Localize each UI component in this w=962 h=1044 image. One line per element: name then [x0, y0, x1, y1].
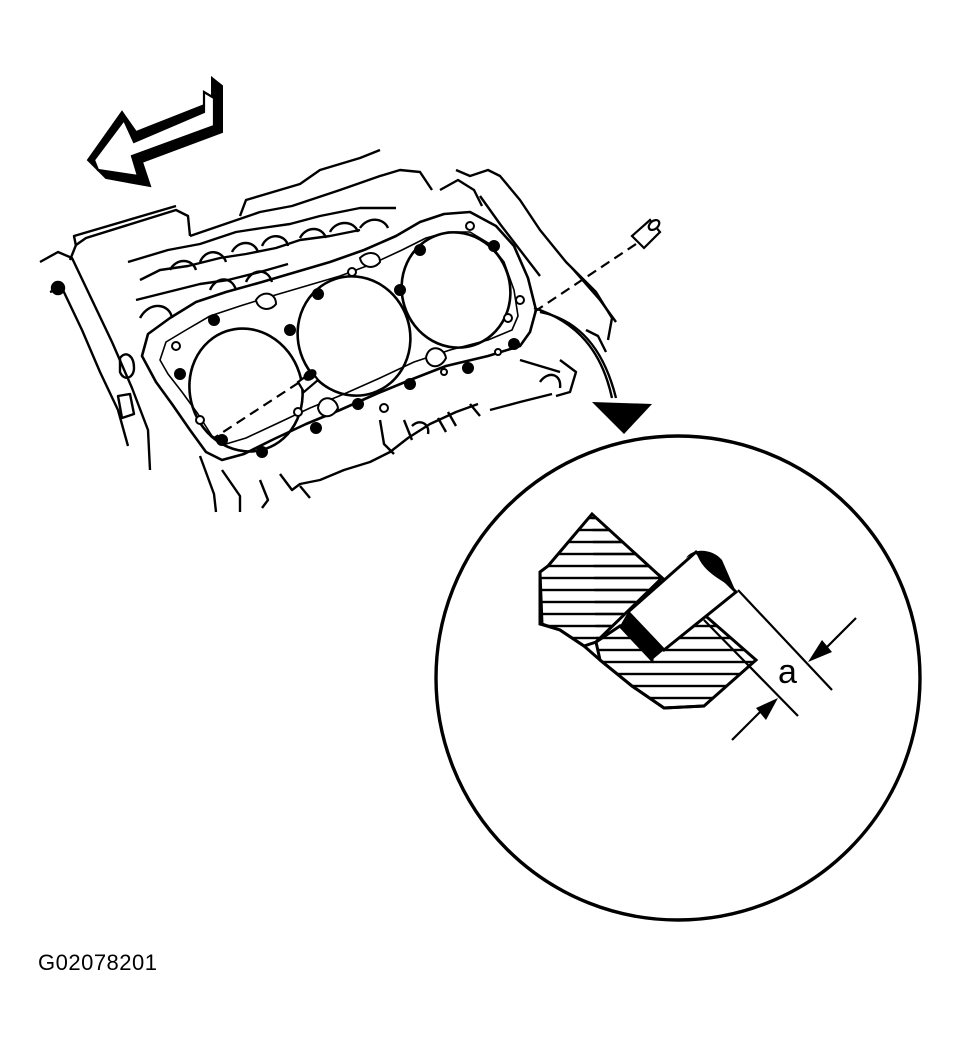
dowel-pin-detail	[434, 434, 922, 922]
gasket-holes	[171, 221, 525, 458]
dowel-pin	[213, 369, 320, 439]
dowel-pin	[533, 218, 662, 313]
dimension-label: a	[778, 653, 797, 691]
figure-code: G02078201	[38, 950, 158, 975]
cylinder-bore	[400, 231, 512, 349]
front-direction-arrow	[86, 75, 223, 188]
detail-callout-arrow	[533, 306, 652, 434]
engine-block	[39, 148, 617, 513]
cylinder-bore	[296, 275, 412, 397]
